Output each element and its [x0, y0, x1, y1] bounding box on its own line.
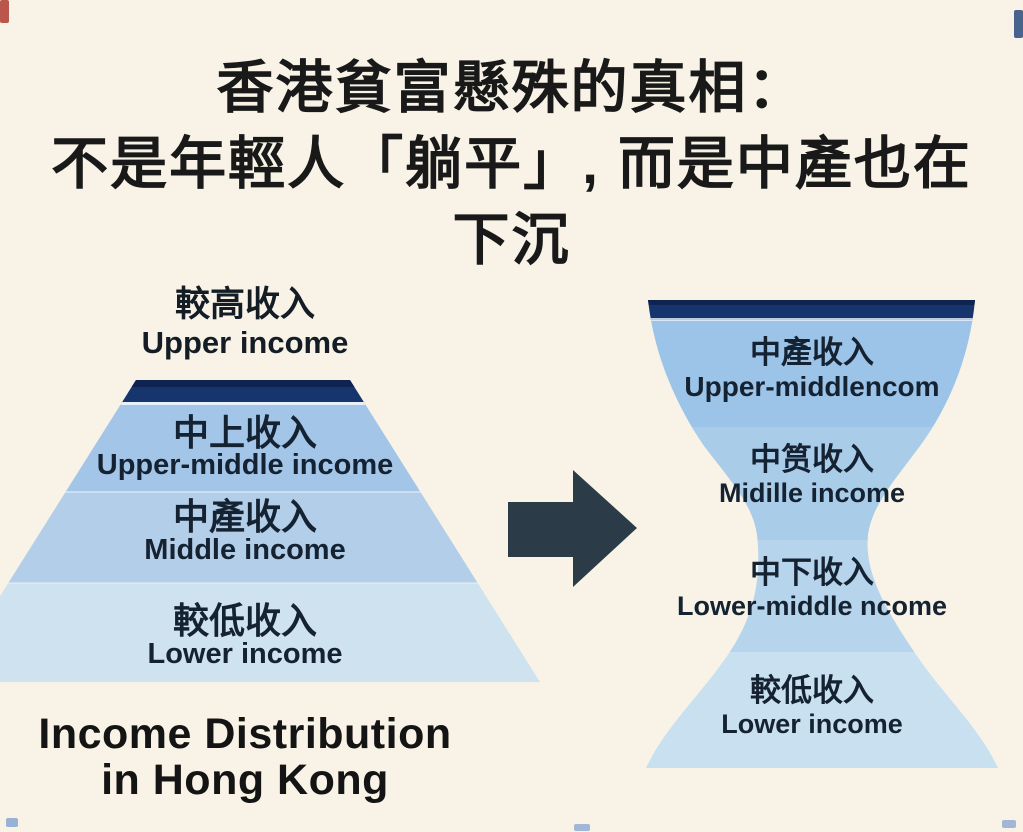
left-band-upper-middle-label-en: Upper-middle income [96, 449, 394, 481]
left-caption-line2: in Hong Kong [101, 756, 389, 804]
right-band-1-label-zh: 中產收入 [750, 335, 874, 370]
hourglass-separator-1 [646, 318, 998, 321]
left-band-lower-label-en: Lower income [147, 638, 343, 670]
watermark-artifact-bottom-center [574, 824, 590, 831]
right-band-2-label-en: Midille income [718, 478, 906, 508]
left-caption-line1: Income Distribution [38, 710, 452, 758]
watermark-artifact-bottom-left [6, 818, 18, 827]
page-title-line2: 不是年輕人「躺平」, 而是中產也在 [51, 132, 972, 196]
left-band-lower-label-zh: 較低收入 [172, 600, 317, 641]
left-band-upper-middle-label-zh: 中上收入 [172, 412, 317, 453]
right-band-3-label-zh: 中下收入 [750, 555, 874, 590]
left-band-middle-label-en: Middle income [144, 534, 346, 566]
watermark-artifact-top-right [1014, 10, 1023, 38]
hourglass-band-top-bevel [646, 300, 998, 305]
arrow-right-icon [508, 470, 637, 587]
right-band-2-label-zh: 中筼收入 [750, 442, 874, 477]
pyramid-separator-1 [0, 402, 540, 405]
right-band-1-label-en: Upper-middlencom [684, 371, 940, 402]
left-top-label-en: Upper income [141, 325, 349, 360]
left-top-label-zh: 較高收入 [174, 285, 315, 324]
page-title: 香港貧富懸殊的真相： 不是年輕人「躺平」, 而是中產也在 下沉 [10, 50, 1013, 278]
page-title-line3: 下沉 [452, 208, 571, 272]
hourglass-band-1 [646, 320, 998, 427]
left-band-middle-label-zh: 中產收入 [172, 496, 317, 537]
pyramid-band-lower [0, 583, 540, 682]
watermark-artifact-top-left [0, 0, 9, 23]
pyramid-separator-3 [0, 582, 540, 584]
pyramid-separator-2 [0, 491, 540, 493]
watermark-artifact-bottom-right [1002, 820, 1016, 828]
page-title-line1: 香港貧富懸殊的真相： [216, 56, 807, 120]
right-band-3-label-en: Lower-middle ncome [676, 591, 948, 621]
right-band-4-label-en: Lower income [721, 709, 903, 739]
pyramid-band-top-bevel [0, 380, 540, 387]
right-band-4-label-zh: 較低收入 [750, 673, 874, 708]
